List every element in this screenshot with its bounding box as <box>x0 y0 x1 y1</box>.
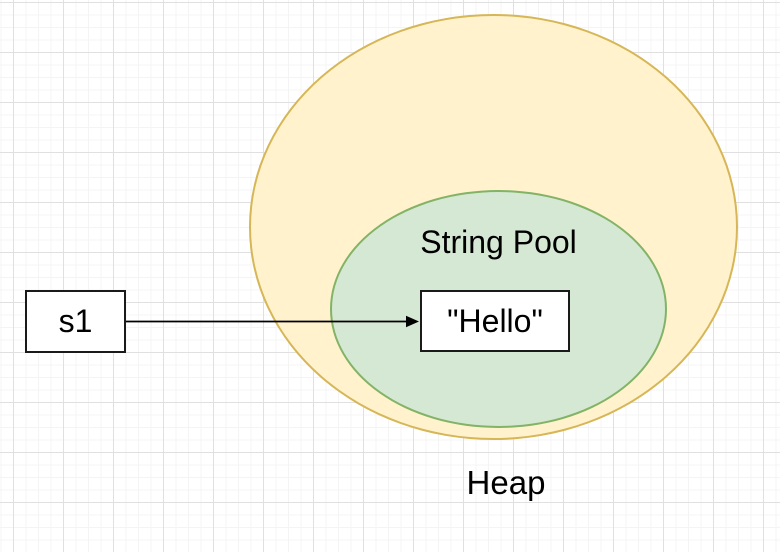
hello-label: "Hello" <box>447 302 543 339</box>
string-pool-label: String Pool <box>420 224 577 260</box>
s1-box: s1 <box>25 290 126 353</box>
hello-box: "Hello" <box>420 290 570 352</box>
heap-label: Heap <box>466 464 546 501</box>
s1-label: s1 <box>58 303 93 339</box>
